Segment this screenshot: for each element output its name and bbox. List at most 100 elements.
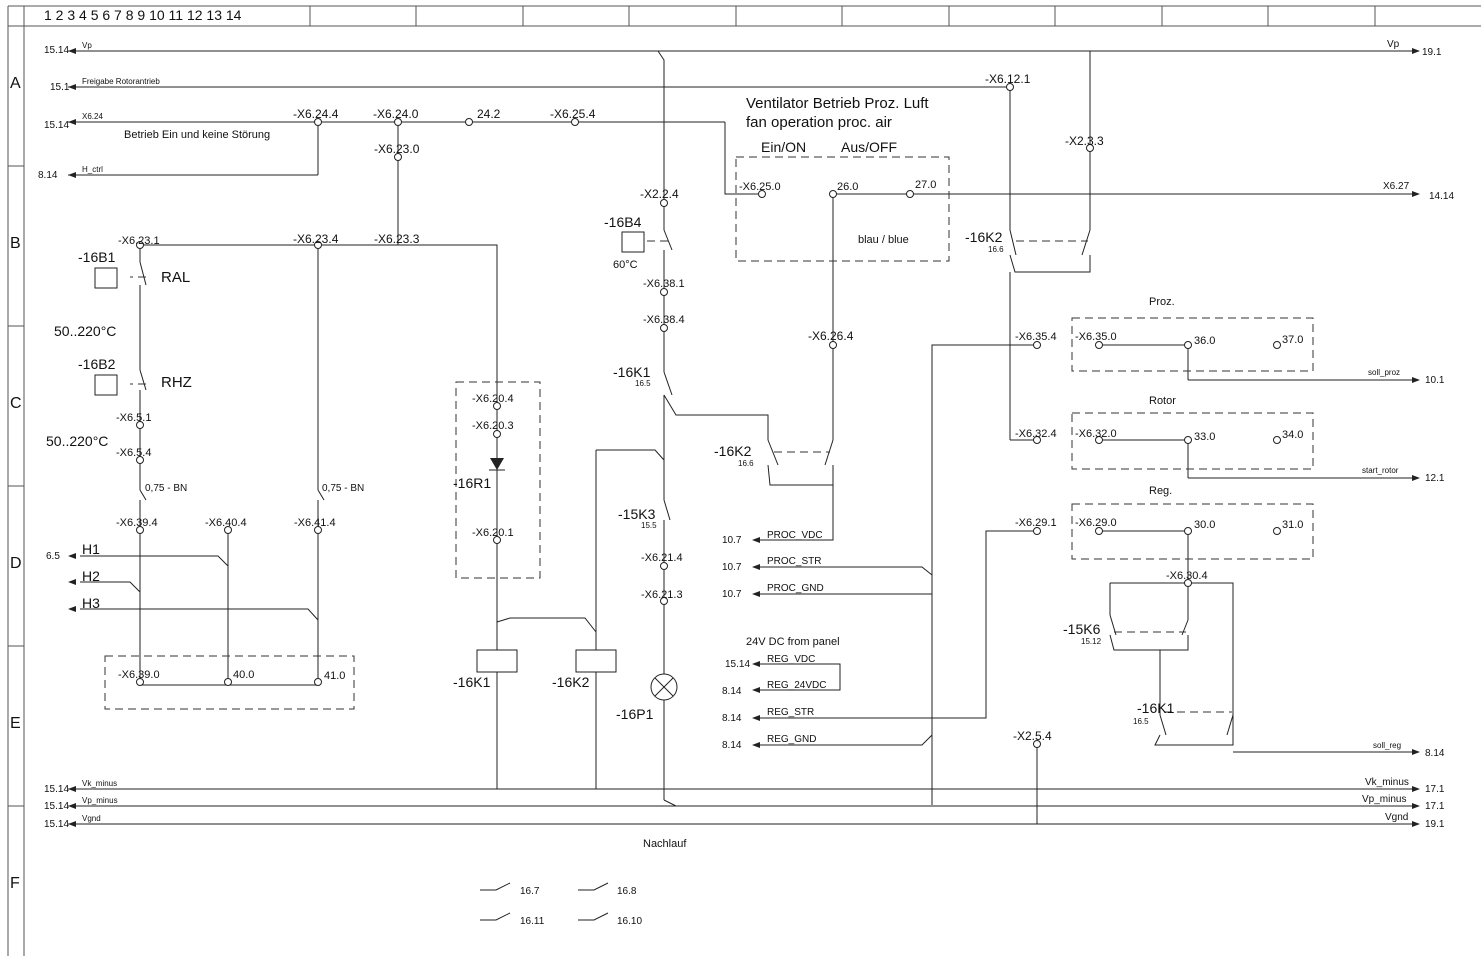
row-label-f: F: [10, 875, 20, 892]
ref-proc-str: 10.7: [722, 562, 742, 573]
label-x233: -X2.3.3: [1065, 134, 1104, 148]
sig-reg-24vdc: REG_24VDC: [767, 680, 826, 691]
row-label-a: A: [10, 75, 21, 92]
label-x654: -X6.5.4: [116, 447, 151, 459]
box-proz: Proz.: [1149, 296, 1175, 308]
label-340: 34.0: [1282, 429, 1303, 441]
label-x6230: -X6.23.0: [374, 142, 420, 156]
comp-k1c: -16K1: [1137, 700, 1175, 716]
label-330: 33.0: [1194, 431, 1215, 443]
b4-sensor-icon: [621, 231, 645, 253]
panel-note: 24V DC from panel: [746, 636, 840, 648]
label-x6240: -X6.24.0: [373, 107, 419, 121]
component-labels: Ventilator Betrieb Proz. Luft fan operat…: [46, 95, 1176, 726]
row-label-b: B: [10, 235, 21, 252]
ref-start-rotor: 12.1: [1425, 473, 1445, 484]
label-400: 40.0: [233, 669, 254, 681]
sig-proc-vdc: PROC_VDC: [767, 530, 823, 541]
sig-proc-str: PROC_STR: [767, 556, 821, 567]
sig-betrieb: Betrieb Ein und keine Störung: [124, 129, 270, 141]
sig-reg-str: REG_STR: [767, 707, 814, 718]
k1-coil-icon: [476, 649, 518, 673]
label-260: 26.0: [837, 181, 858, 193]
label-x6254: -X6.25.4: [550, 107, 596, 121]
cross-refs: Nachlauf 16.7 16.8 16.11 16.10: [480, 838, 687, 927]
ventilator-title-de: Ventilator Betrieb Proz. Luft: [746, 95, 929, 112]
sig-vgnd-right: Vgnd: [1385, 812, 1408, 823]
ref-freigabe: 15.1: [50, 82, 70, 93]
ref-soll-reg: 8.14: [1425, 748, 1445, 759]
label-x254: -X2.5.4: [1013, 729, 1052, 743]
left-refs: 15.14 Vp 15.1 Freigabe Rotorantrieb 15.1…: [38, 41, 270, 830]
row-label-d: D: [10, 555, 22, 572]
b2-sensor-icon: [94, 374, 118, 396]
ref-x624: 15.14: [44, 120, 69, 131]
ref-vk-left: 15.14: [44, 784, 69, 795]
ref-soll-proz: 10.1: [1425, 375, 1445, 386]
ref-vp-left: 15.14: [44, 45, 69, 56]
terminals: [136, 83, 1281, 748]
proc-reg-signals: 10.7 PROC_VDC 10.7 PROC_STR 10.7 PROC_GN…: [722, 530, 840, 751]
lamp-h3: H3: [82, 595, 100, 611]
ventilator-wire: blau / blue: [858, 234, 909, 246]
ref-vp-right: 19.1: [1422, 47, 1442, 58]
sensors: [94, 231, 645, 396]
coils: [476, 440, 678, 701]
wire-size-2: 0,75 - BN: [322, 483, 364, 494]
xref-16-11: 16.11: [520, 916, 545, 927]
comp-k3: -15K3: [618, 506, 656, 522]
comp-k1a-ref: 16.5: [635, 379, 651, 388]
ref-reg-gnd: 8.14: [722, 740, 742, 751]
comp-k1a: -16K1: [613, 364, 651, 380]
b1-sensor-icon: [94, 267, 118, 289]
comp-k2a: -16K2: [965, 229, 1003, 245]
comp-k2a-ref: 16.6: [988, 245, 1004, 254]
ventilator-off: Aus/OFF: [841, 139, 897, 155]
comp-b4: -16B4: [604, 214, 642, 230]
ref-reg-vdc: 15.14: [725, 659, 750, 670]
ref-x627: 14.14: [1429, 191, 1454, 202]
label-360: 36.0: [1194, 335, 1215, 347]
comp-r1: -16R1: [453, 475, 491, 491]
label-x6394: -X6.39.4: [116, 517, 158, 529]
label-x6231: -X6.23.1: [118, 235, 160, 247]
comp-k1c-ref: 16.5: [1133, 717, 1149, 726]
label-x6244: -X6.24.4: [293, 107, 339, 121]
bus-lines: [68, 48, 1420, 827]
label-x6304: -X6.30.4: [1166, 570, 1208, 582]
dashed-boxes: [104, 156, 1314, 713]
wire-size-1: 0,75 - BN: [145, 483, 187, 494]
comp-k2b-ref: 16.6: [738, 459, 754, 468]
label-x6201: -X6.20.1: [472, 527, 514, 539]
sig-vpm-right: Vp_minus: [1362, 794, 1406, 805]
label-410: 41.0: [324, 670, 345, 682]
comp-k6: -15K6: [1063, 621, 1101, 637]
lamp-h1: H1: [82, 541, 100, 557]
xref-16-8: 16.8: [617, 886, 637, 897]
label-x6381: -X6.38.1: [643, 278, 685, 290]
label-x224: -X2.2.4: [640, 187, 679, 201]
label-x6121: -X6.12.1: [985, 72, 1031, 86]
xref-16-10: 16.10: [617, 916, 642, 927]
sig-vpm-left: Vp_minus: [82, 796, 118, 805]
label-x6234: -X6.23.4: [293, 232, 339, 246]
comp-p1: -16P1: [616, 706, 654, 722]
label-x6250: -X6.25.0: [739, 181, 781, 193]
label-300: 30.0: [1194, 519, 1215, 531]
comp-b2-range: 50..220°C: [46, 433, 108, 449]
frame: 1 2 3 4 5 6 7 8 9 10 11 12 13 14 A B C D…: [7, 5, 1481, 956]
ref-vpm-left: 15.14: [44, 801, 69, 812]
sig-start-rotor: start_rotor: [1362, 466, 1399, 475]
label-x6233: -X6.23.3: [374, 232, 420, 246]
label-x6354: -X6.35.4: [1015, 331, 1057, 343]
comp-b4-temp: 60°C: [613, 259, 638, 271]
sig-reg-gnd: REG_GND: [767, 734, 816, 745]
diode-icon: [490, 458, 504, 470]
sig-vp: Vp: [82, 41, 92, 50]
label-270: 27.0: [915, 179, 936, 191]
label-x6384: -X6.38.4: [643, 314, 685, 326]
comp-b1-range: 50..220°C: [54, 323, 116, 339]
label-x6214: -X6.21.4: [641, 552, 683, 564]
label-310: 31.0: [1282, 519, 1303, 531]
